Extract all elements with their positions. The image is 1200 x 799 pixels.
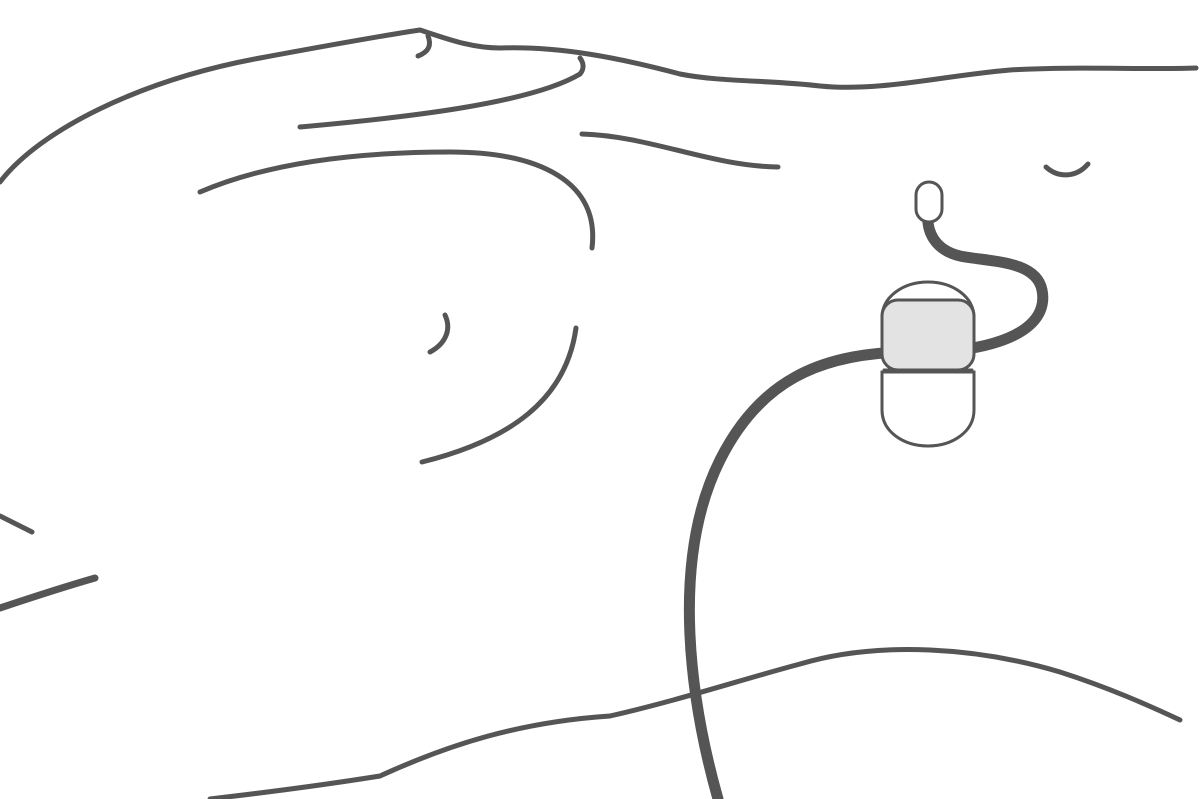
lower-contour [207,647,1183,799]
catheter-tube-loop [922,206,1049,356]
pectoral-upper-curve [197,149,596,251]
clavicle-line [297,55,586,130]
neck-notch [1043,161,1091,178]
arm-stroke-lower [0,574,99,612]
pectoral-lower-curve [419,325,579,465]
catheter-tip [914,180,944,224]
port-septum [880,298,976,372]
port-base [880,370,976,448]
shoulder-contour [0,27,1199,185]
catheter-tube-main [683,346,906,799]
chest-crease [579,131,781,170]
nipple-mark [427,312,451,355]
arm-stroke-upper [0,513,35,535]
shoulder-fold [415,33,433,59]
